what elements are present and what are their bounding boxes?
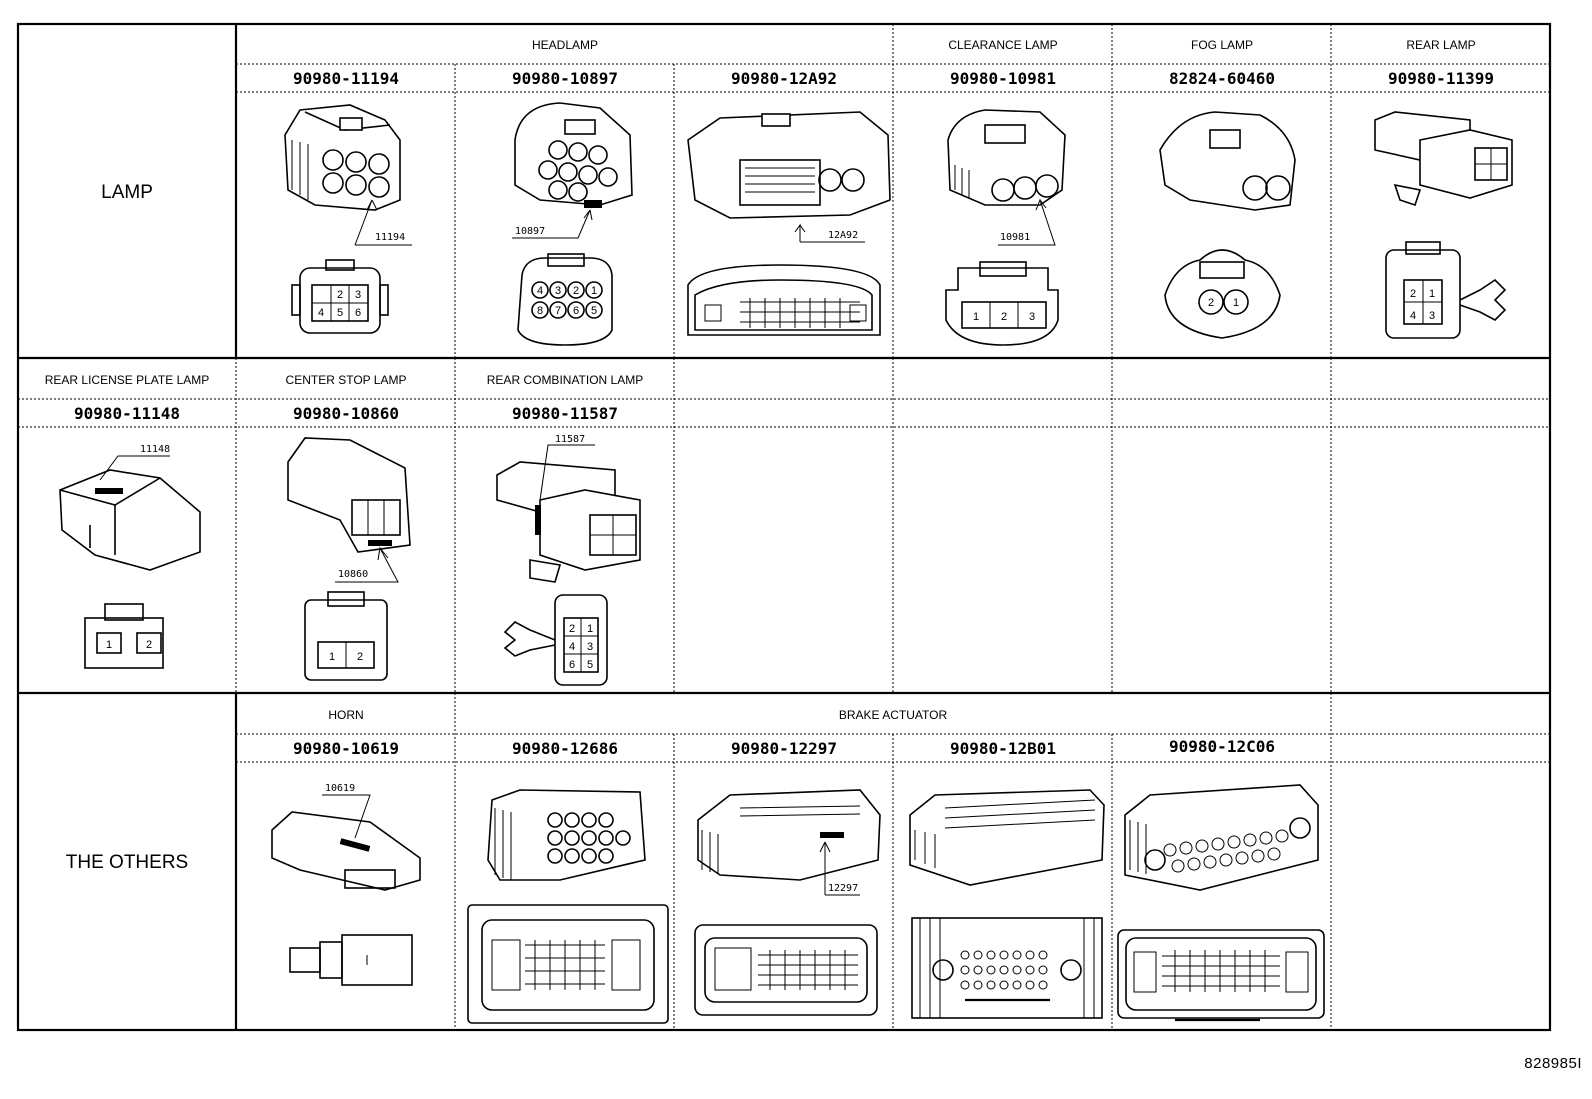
connector-drawing-12297: 12297	[694, 789, 881, 1016]
callout-label: 12297	[828, 883, 858, 894]
callout-label: 11148	[140, 444, 170, 455]
connector-drawing-12a92: 12A92	[687, 111, 891, 336]
pin-label: 1	[973, 311, 979, 323]
pin-label: 2	[1001, 311, 1007, 323]
pin-label: 2	[146, 639, 152, 651]
part-number: 90980-11399	[1388, 69, 1494, 88]
pin-label: 2	[573, 285, 579, 297]
pin-label: 3	[355, 289, 361, 301]
group-brake-actuator: BRAKE ACTUATOR	[839, 708, 948, 722]
table-grid	[16, 22, 1552, 1032]
pin-label: 1	[106, 639, 112, 651]
pin-label: 2	[569, 623, 575, 635]
callout-label: 10860	[338, 569, 368, 580]
connector-drawing-10981: 10981 1 2 3	[945, 109, 1066, 346]
pin-label: 6	[355, 307, 361, 319]
pin-label: 3	[1029, 311, 1035, 323]
pin-label: 4	[1410, 310, 1416, 322]
callout-label: 10897	[515, 226, 545, 237]
pin-label: 3	[555, 285, 561, 297]
part-number: 90980-12A92	[731, 69, 837, 88]
part-number: 90980-10860	[293, 404, 399, 423]
connector-drawing-10619: 10619	[271, 783, 421, 986]
pin-label: 2	[337, 289, 343, 301]
part-number: 90980-12297	[731, 739, 837, 758]
pin-label: 6	[569, 659, 575, 671]
part-number: 90980-11194	[293, 69, 399, 88]
callout-label: 10981	[1000, 232, 1030, 243]
group-headlamp: HEADLAMP	[532, 38, 598, 52]
part-number: 90980-12686	[512, 739, 618, 758]
pin-label: 4	[537, 285, 543, 297]
pin-label: 5	[591, 305, 597, 317]
part-number: 90980-10619	[293, 739, 399, 758]
connector-drawing-10860: 10860 1 2	[287, 437, 411, 681]
connector-drawing-60460: 2 1	[1159, 111, 1296, 339]
pin-label: 3	[587, 641, 593, 653]
pin-label: 3	[1429, 310, 1435, 322]
connector-drawing-10897: 10897 4 3 2 1 8 7 6 5	[512, 102, 633, 346]
part-number: 82824-60460	[1169, 69, 1275, 88]
pin-label: 7	[555, 305, 561, 317]
callout-label: 10619	[325, 783, 355, 794]
group-fog-lamp: FOG LAMP	[1191, 38, 1253, 52]
part-number: 90980-12B01	[950, 739, 1056, 758]
pin-label: 4	[569, 641, 575, 653]
part-number: 90980-11148	[74, 404, 180, 423]
pin-label: 6	[573, 305, 579, 317]
group-horn: HORN	[328, 708, 363, 722]
pin-label: 1	[591, 285, 597, 297]
pin-label: 5	[587, 659, 593, 671]
callout-label: 11587	[555, 434, 585, 445]
group-rear-combination-lamp: REAR COMBINATION LAMP	[487, 373, 643, 387]
connector-drawing-12686	[467, 789, 669, 1024]
pin-label: 5	[337, 307, 343, 319]
section-label-lamp: LAMP	[101, 182, 153, 203]
callout-label: 11194	[375, 232, 405, 243]
group-clearance-lamp: CLEARANCE LAMP	[948, 38, 1057, 52]
section-label-others: THE OTHERS	[66, 852, 188, 873]
connector-drawing-12b01	[909, 789, 1105, 1019]
callout-label: 12A92	[828, 230, 858, 241]
connector-drawing-11194: 11194 2 3 4 5 6	[284, 104, 412, 334]
connector-drawing-11148: 11148 1 2	[59, 444, 201, 669]
part-number: 90980-10897	[512, 69, 618, 88]
group-center-stop-lamp: CENTER STOP LAMP	[286, 373, 407, 387]
group-rear-lamp: REAR LAMP	[1406, 38, 1475, 52]
part-number: 90980-12C06	[1169, 737, 1275, 756]
pin-label: 1	[587, 623, 593, 635]
part-number: 90980-11587	[512, 404, 618, 423]
pin-label: 2	[1410, 288, 1416, 300]
pin-label: 1	[1429, 288, 1435, 300]
pin-label: 2	[357, 651, 363, 663]
pin-label: 1	[329, 651, 335, 663]
connector-drawing-12c06	[1117, 784, 1325, 1022]
pin-label: 1	[1233, 297, 1239, 309]
diagram-code: 828985I	[1524, 1055, 1582, 1072]
pin-label: 8	[537, 305, 543, 317]
connector-drawing-11587: 11587 2 1 4 3 6 5	[496, 434, 641, 686]
connector-drawing-11399: 2 1 4 3	[1374, 111, 1513, 339]
group-rear-license-plate-lamp: REAR LICENSE PLATE LAMP	[45, 373, 210, 387]
pin-label: 2	[1208, 297, 1214, 309]
part-number: 90980-10981	[950, 69, 1056, 88]
pin-label: 4	[318, 307, 324, 319]
